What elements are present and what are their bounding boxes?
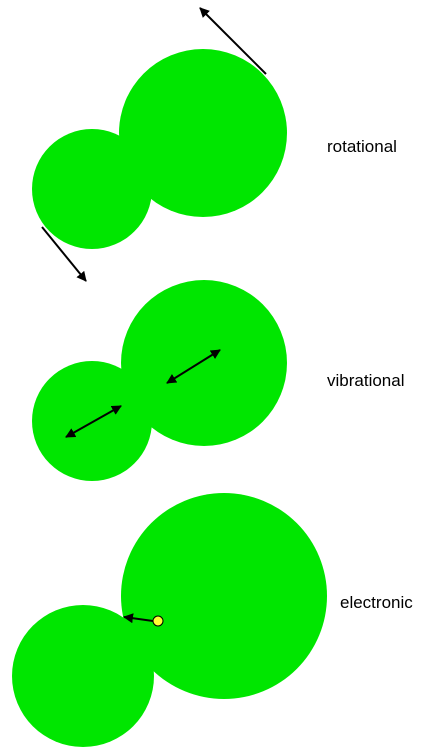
rotational-label: rotational: [327, 137, 397, 156]
electronic-molecule: [12, 493, 327, 747]
electron: [152, 615, 164, 627]
small-atom: [32, 361, 152, 481]
small-atom: [32, 129, 152, 249]
electron-arrow: [123, 613, 154, 624]
vibration-arrow-small: [65, 405, 122, 438]
vibrational-molecule: [32, 280, 287, 481]
rotation-arrow-bottom: [41, 226, 87, 282]
vibrational-label: vibrational: [327, 371, 405, 390]
large-atom: [121, 493, 327, 699]
rotational-molecule: [32, 7, 287, 282]
electronic-label: electronic: [340, 593, 413, 612]
vibration-arrow-large: [166, 349, 221, 384]
large-atom: [119, 49, 287, 217]
small-atom: [12, 605, 154, 747]
rotation-arrow-top: [199, 7, 267, 75]
